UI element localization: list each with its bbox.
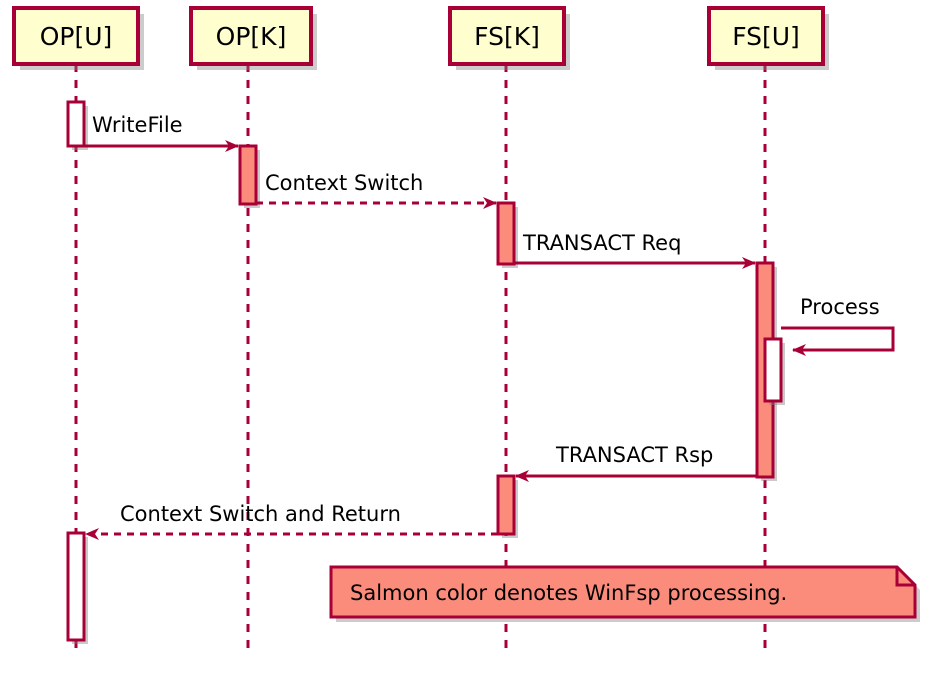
participant-label-fs_k: FS[K]	[474, 22, 540, 51]
message-label-m4: Process	[800, 295, 880, 319]
note-text: Salmon color denotes WinFsp processing.	[350, 581, 787, 605]
participant-box-fs_k[interactable]	[448, 6, 566, 66]
note-body	[329, 565, 917, 619]
participant-fs_u[interactable]: FS[U]	[707, 6, 825, 66]
participant-fs_k[interactable]: FS[K]	[448, 6, 566, 66]
message-label-m2: Context Switch	[265, 171, 423, 195]
activation-bar-fs_k	[496, 474, 516, 536]
activations-layer	[66, 100, 785, 644]
lifelines-layer	[74, 64, 767, 652]
note-n1: Salmon color denotes WinFsp processing.	[329, 565, 917, 619]
activation-bar-op_k	[238, 144, 258, 206]
activation-bar-fs_k	[496, 201, 516, 266]
participant-op_k[interactable]: OP[K]	[189, 6, 313, 66]
activation-bar-op_u	[66, 100, 86, 148]
message-label-m5: TRANSACT Rsp	[555, 443, 713, 467]
participant-label-fs_u: FS[U]	[732, 22, 800, 51]
participants-layer: OP[U] OP[K] FS[K] FS[U]	[12, 6, 825, 66]
participant-box-op_k[interactable]	[189, 6, 313, 66]
message-line-m4	[781, 326, 895, 356]
participant-box-op_u[interactable]	[12, 6, 140, 66]
note-fold-corner-icon	[895, 567, 915, 587]
participant-label-op_u: OP[U]	[40, 22, 113, 51]
message-label-m6: Context Switch and Return	[120, 502, 401, 526]
participant-op_u[interactable]: OP[U]	[12, 6, 140, 66]
participant-box-fs_u[interactable]	[707, 6, 825, 66]
notes-layer: Salmon color denotes WinFsp processing.	[329, 565, 920, 622]
participant-label-op_k: OP[K]	[216, 22, 287, 51]
activation-bar-fs_u	[763, 337, 783, 403]
activation-bar-op_u	[66, 531, 86, 642]
message-label-m3: TRANSACT Req	[522, 231, 681, 255]
message-label-m1: WriteFile	[92, 113, 183, 137]
